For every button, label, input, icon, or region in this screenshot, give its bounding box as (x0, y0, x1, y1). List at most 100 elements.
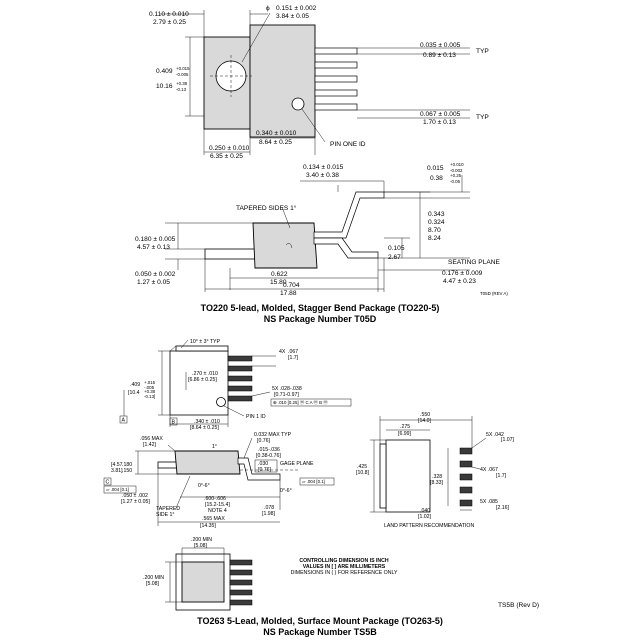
datum-b: B (172, 420, 176, 426)
svg-text:.050 ± .002: .050 ± .002 (122, 493, 148, 499)
dim-side-e-mm: 2.67 (388, 254, 401, 261)
dim-base-in: 0.340 ± 0.010 (256, 130, 297, 137)
to220-side-view: 0.134 ± 0.015 3.40 ± 0.38 0.015 +0.010 -… (135, 162, 508, 297)
svg-text:-0.005: -0.005 (176, 72, 189, 77)
to263-side-body (174, 450, 241, 475)
svg-text:[1.02]: [1.02] (418, 514, 432, 520)
svg-text:[0.71-0.97]: [0.71-0.97] (274, 392, 299, 398)
dim-side-c-in: 0.180 ± 0.005 (135, 236, 176, 243)
dim-side-d-in: 0.343 (428, 211, 445, 218)
to263-bottom-leads (229, 559, 253, 606)
svg-text:.270 ± .010: .270 ± .010 (192, 371, 218, 377)
svg-text:5X .085: 5X .085 (480, 499, 498, 505)
svg-text:.015-.036: .015-.036 (258, 447, 280, 453)
tapered-sides-label: TAPERED SIDES 1° (236, 204, 297, 212)
svg-text:[4.57: [4.57 (111, 462, 123, 468)
dim-side-a-mm: 3.40 ± 0.38 (306, 172, 339, 179)
svg-text:▱ .004 [0.1]: ▱ .004 [0.1] (302, 479, 325, 484)
svg-text:NOTE 4: NOTE 4 (208, 508, 227, 514)
svg-text:[2.16]: [2.16] (496, 505, 510, 511)
svg-text:5X .042: 5X .042 (486, 432, 504, 438)
svg-text:[6.99]: [6.99] (398, 431, 412, 437)
pin-one-id-label: PIN ONE ID (330, 141, 366, 148)
svg-text:0°-6°: 0°-6° (280, 488, 292, 494)
dim-height-mm: 10.16 (156, 83, 173, 90)
dim-side-f-in: 0.050 ± 0.002 (135, 271, 176, 278)
svg-text:-0.05: -0.05 (450, 179, 461, 184)
dim-side-b-mm: 0.38 (430, 175, 443, 182)
dim-side-i-mm: 17.88 (280, 290, 297, 297)
svg-text:[1.98]: [1.98] (262, 511, 276, 517)
svg-text:-0.13]: -0.13] (144, 394, 155, 399)
land-pattern-pad (385, 439, 431, 513)
svg-text:SIDE 1°: SIDE 1° (156, 512, 175, 518)
svg-text:10° ± 3° TYP: 10° ± 3° TYP (190, 339, 221, 345)
svg-text:ϕ: ϕ (266, 5, 270, 12)
dim-side-h-mm: 4.47 ± 0.23 (443, 278, 476, 285)
dim-side-g-in: 0.622 (271, 271, 288, 278)
dim-side-b-in: 0.015 (427, 165, 444, 172)
to220-subtitle: NS Package Number T05D (264, 314, 377, 324)
land-pattern-title: LAND PATTERN RECOMMENDATION (384, 523, 474, 529)
dim-hole-in: 0.151 ± 0.002 (276, 5, 317, 12)
svg-text:DIMENSIONS IN ( ) FOR REFERENC: DIMENSIONS IN ( ) FOR REFERENCE ONLY (291, 570, 398, 576)
datum-c: C (106, 480, 110, 486)
svg-text:0°-6°: 0°-6° (198, 483, 210, 489)
svg-text:.425: .425 (357, 464, 367, 470)
datum-a: A (122, 418, 126, 424)
svg-text:.040: .040 (420, 508, 430, 514)
svg-text:[0.76]: [0.76] (257, 438, 271, 444)
svg-text:VALUES IN [ ] ARE MILLIMETERS: VALUES IN [ ] ARE MILLIMETERS (303, 564, 386, 570)
svg-text:3.81]: 3.81] (111, 468, 123, 474)
svg-text:.328: .328 (432, 474, 442, 480)
dim-side-d-mm: 8.70 (428, 227, 441, 234)
gage-plane-label: GAGE PLANE (280, 461, 314, 467)
seating-plane-label: SEATING PLANE (448, 259, 501, 266)
svg-text:.067: .067 (288, 349, 298, 355)
position-tolerance-frame: ⊕ .010 [0.25] ⓜ C A ⓜ B ⓜ (273, 399, 328, 406)
svg-text:[5.08]: [5.08] (194, 543, 208, 549)
svg-text:0.324: 0.324 (428, 219, 445, 226)
svg-text:-0.002: -0.002 (450, 168, 463, 173)
dim-height-in: 0.409 (156, 68, 173, 75)
svg-text:[15.2-15.4]: [15.2-15.4] (205, 502, 230, 508)
svg-text:TYP: TYP (476, 114, 489, 121)
svg-text:[0.38-0.76]: [0.38-0.76] (256, 453, 281, 459)
svg-text:.200 MIN: .200 MIN (191, 537, 212, 543)
to220-top-leads (314, 47, 358, 111)
to263-bottom-view: .200 MIN [5.08] .200 MIN [5.08] (143, 537, 253, 611)
dim-side-h-in: 0.176 ± 0.009 (442, 270, 483, 277)
svg-text:[10.8]: [10.8] (356, 470, 370, 476)
svg-text:.180: .180 (122, 462, 132, 468)
svg-text:[0.76]: [0.76] (258, 467, 272, 473)
dim-side-f-mm: 1.27 ± 0.05 (137, 279, 170, 286)
svg-text:.550: .550 (420, 412, 430, 418)
svg-text:[14.0]: [14.0] (418, 418, 432, 424)
svg-text:[5.08]: [5.08] (146, 581, 160, 587)
to263-top-view: 10° ± 3° TYP 4X .067 [1.7] .270 ± .010 [… (119, 339, 352, 431)
svg-text:-.005: -.005 (144, 385, 155, 390)
svg-text:[8.33]: [8.33] (430, 480, 444, 486)
svg-text:.200 MIN: .200 MIN (143, 575, 164, 581)
to263-exposed-pad (181, 561, 225, 603)
dim-lead-width-in: 0.035 ± 0.005 (420, 42, 461, 49)
to220-revision: T05D (REV A) (480, 291, 508, 296)
svg-text:[1.7]: [1.7] (496, 473, 507, 479)
svg-text:[1.07]: [1.07] (501, 437, 515, 443)
to263-side-view: .056 MAX [1.42] 1° 0.032 MAX TYP [0.76] … (103, 432, 335, 529)
svg-text:1°: 1° (212, 444, 217, 450)
to263-title: TO263 5-Lead, Molded, Surface Mount Pack… (197, 616, 443, 626)
to263-revision: TS5B (Rev D) (498, 602, 539, 609)
svg-text:[1.27 ± 0.05]: [1.27 ± 0.05] (121, 499, 150, 505)
controlling-dimension-note: CONTROLLING DIMENSION IS INCH (299, 558, 389, 564)
dim-side-e-in: 0.105 (388, 245, 405, 252)
svg-text:4X: 4X (279, 349, 286, 355)
to220-body (249, 24, 316, 138)
svg-text:[10.4: [10.4 (128, 390, 140, 396)
svg-text:.600-.606: .600-.606 (204, 496, 226, 502)
svg-text:.150: .150 (122, 468, 132, 474)
svg-text:0.032 MAX TYP: 0.032 MAX TYP (254, 432, 292, 438)
dim-lead-pitch-in: 0.067 ± 0.005 (420, 111, 461, 118)
svg-text:.275: .275 (400, 424, 410, 430)
to220-side-body (252, 222, 318, 269)
